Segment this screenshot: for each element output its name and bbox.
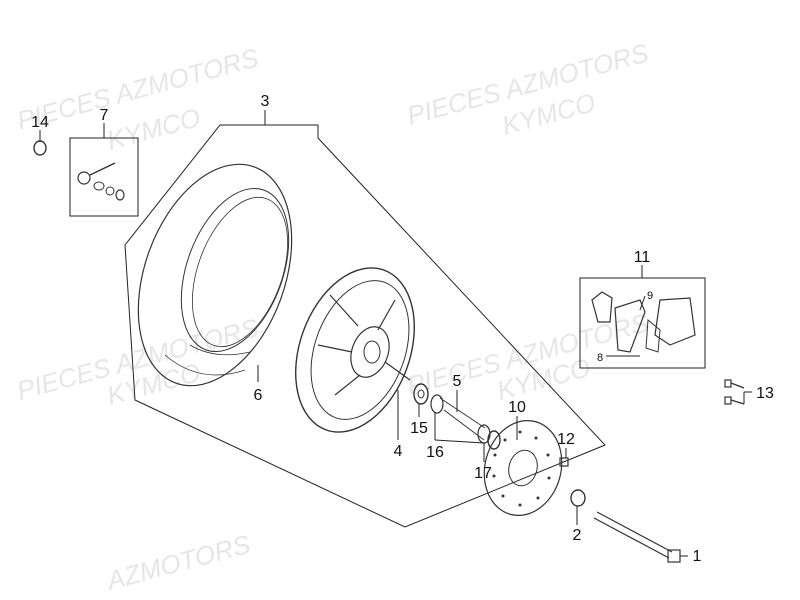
watermark-text: AZMOTORS xyxy=(102,529,254,597)
disc-bolt-illustration xyxy=(559,457,569,467)
callout-10: 10 xyxy=(508,399,526,416)
assembly-outline xyxy=(124,124,606,528)
caliper-bolt-illustration xyxy=(724,379,745,405)
callout-4: 4 xyxy=(394,443,403,460)
callout-12: 12 xyxy=(557,431,575,448)
callout-1: 1 xyxy=(693,548,702,565)
callout-13: 13 xyxy=(756,385,774,402)
callout-16: 16 xyxy=(426,444,444,461)
callout-8: 8 xyxy=(597,352,603,364)
callout-9: 9 xyxy=(647,290,653,302)
callout-labels: 3 7 14 11 9 8 6 4 5 15 16 17 10 12 2 1 1… xyxy=(31,93,774,565)
callout-17: 17 xyxy=(474,465,492,482)
leader-lines xyxy=(39,110,752,557)
callout-14: 14 xyxy=(31,114,49,131)
callout-3: 3 xyxy=(261,93,270,110)
callout-2: 2 xyxy=(573,527,582,544)
tire-illustration xyxy=(137,163,293,387)
callout-5: 5 xyxy=(453,373,462,390)
rim-illustration xyxy=(295,267,415,433)
callout-7: 7 xyxy=(100,107,109,124)
watermark-text: KYMCO xyxy=(104,102,204,156)
caliper-illustration xyxy=(591,291,696,353)
callout-11: 11 xyxy=(634,249,651,266)
washer-illustration xyxy=(570,489,586,507)
brake-disc-illustration xyxy=(483,420,563,516)
axle-illustration xyxy=(593,511,681,563)
callout-6: 6 xyxy=(254,387,263,404)
watermark-group: PIECES AZMOTORS KYMCO PIECES AZMOTORS KY… xyxy=(14,37,652,596)
callout-15: 15 xyxy=(410,420,428,437)
valve-illustration xyxy=(77,162,125,201)
valve-cap-illustration xyxy=(33,140,47,156)
